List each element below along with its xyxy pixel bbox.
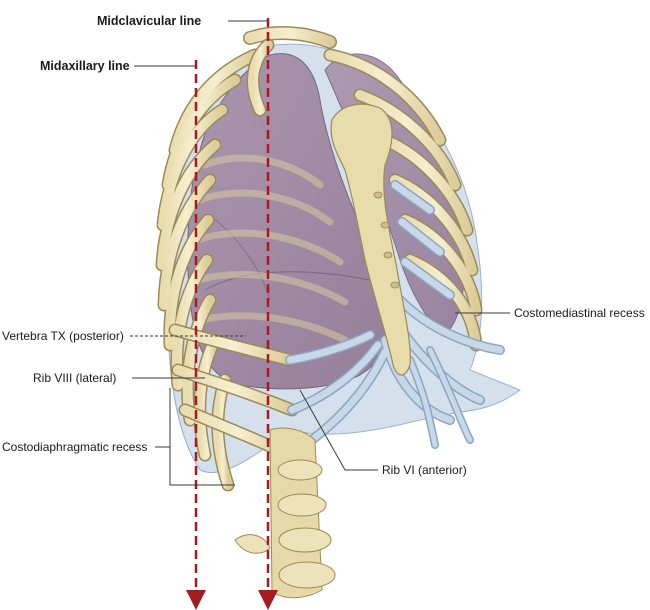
label-midaxillary-line: Midaxillary line xyxy=(40,59,130,73)
label-rib-vi: Rib VI (anterior) xyxy=(382,463,467,477)
label-vertebra-tx: Vertebra TX (posterior) xyxy=(2,329,124,343)
label-rib-viii: Rib VIII (lateral) xyxy=(33,371,117,385)
label-midclavicular-line: Midclavicular line xyxy=(97,14,202,28)
lung-fissure-horizontal xyxy=(209,214,271,301)
sternum-notches xyxy=(373,191,400,289)
lung-fissure-oblique xyxy=(204,271,381,291)
ribs-left xyxy=(323,48,483,352)
lower-cartilages xyxy=(406,346,474,449)
posterior-ribs xyxy=(194,154,349,344)
vertebral-column xyxy=(234,427,336,599)
leader-lines xyxy=(130,20,510,486)
label-costodiaphragmatic-recess: Costodiaphragmatic recess xyxy=(2,440,148,454)
sternum xyxy=(330,103,411,376)
clavicle xyxy=(243,26,337,117)
label-costomediastinal-recess: Costomediastinal recess xyxy=(514,306,645,320)
